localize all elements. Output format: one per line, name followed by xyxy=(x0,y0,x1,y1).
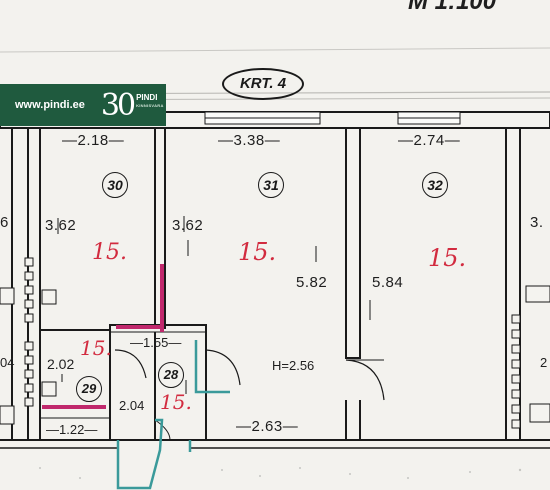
scale-label: M 1:100 xyxy=(408,0,497,15)
room-28-number: 28 xyxy=(158,362,184,388)
room-31-length: 3.62 xyxy=(172,217,204,234)
room-29-width: —1.22— xyxy=(46,422,98,437)
brand-name: PINDI KINNISVARA xyxy=(136,94,164,110)
room-28-width: —1.55— xyxy=(130,335,182,350)
room-31-width: —3.38— xyxy=(218,132,281,149)
left-edge-dimension-2: 04 xyxy=(0,355,15,370)
room-30-width: —2.18— xyxy=(62,132,125,149)
room-29-length: 2.02 xyxy=(47,356,75,372)
room-31-number: 31 xyxy=(258,172,284,198)
anniversary-number: 30 xyxy=(100,87,136,123)
right-edge-dimension-2: 2 xyxy=(540,355,548,370)
room-29-number: 29 xyxy=(76,376,102,402)
room-28-length: 2.04 xyxy=(119,398,145,413)
room-30-number: 30 xyxy=(102,172,128,198)
brand-banner[interactable]: www.pindi.ee 30 PINDI KINNISVARA xyxy=(0,84,166,126)
room-32-length: 5.84 xyxy=(372,274,404,291)
corridor-label: KRT. 4 xyxy=(222,68,304,100)
room-28-mark: 15. xyxy=(160,390,192,414)
room-30-mark: 15. xyxy=(92,240,127,265)
brand-name-text: PINDI xyxy=(136,93,158,102)
right-edge-dimension: 3. xyxy=(530,214,544,231)
room-32-mark: 15. xyxy=(428,244,467,272)
brand-url[interactable]: www.pindi.ee xyxy=(15,99,85,111)
brand-tagline: KINNISVARA xyxy=(136,103,164,108)
room-30-length: 3.62 xyxy=(45,217,77,234)
room-29-mark: 15. xyxy=(80,336,112,360)
left-edge-dimension: 6 xyxy=(0,214,9,231)
room-31-length2: 5.82 xyxy=(296,274,328,291)
room-32-number: 32 xyxy=(422,172,448,198)
room-31-mark: 15. xyxy=(238,238,277,266)
room-31-bottom-width: —2.63— xyxy=(236,418,299,435)
room-31-height: H=2.56 xyxy=(272,358,315,373)
room-32-width: —2.74— xyxy=(398,132,461,149)
